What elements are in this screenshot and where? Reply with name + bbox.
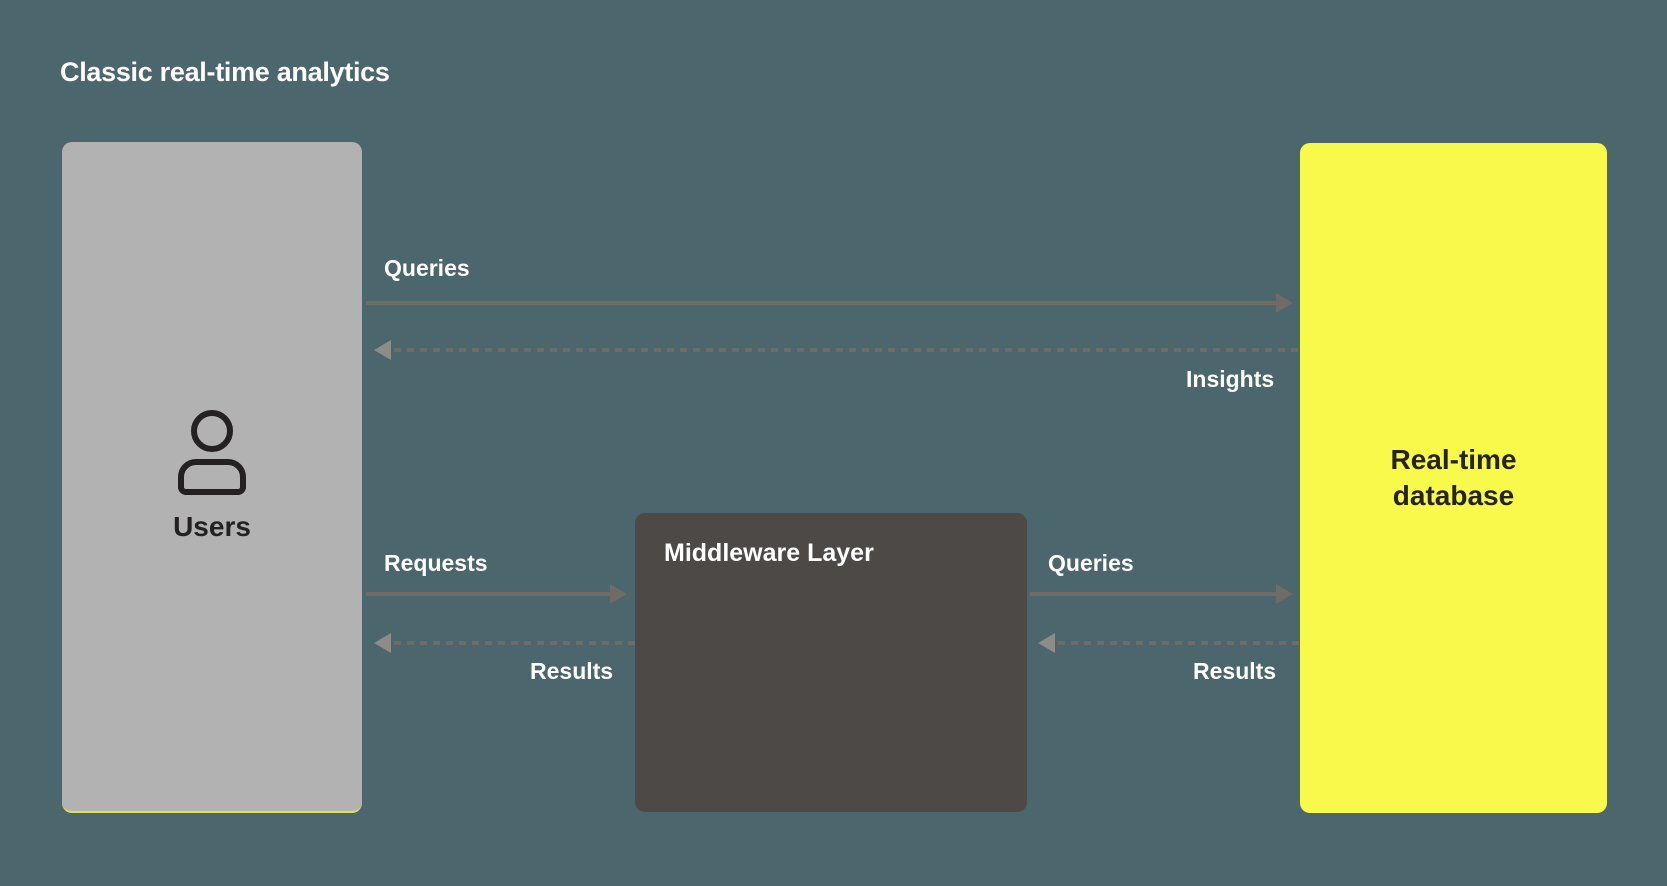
arrow-line-dashed <box>1058 641 1300 645</box>
edge-label-queries-right: Queries <box>1048 550 1134 576</box>
arrowhead-left-icon <box>1038 633 1055 653</box>
user-icon <box>178 410 246 495</box>
diagram-title: Classic real-time analytics <box>60 57 390 87</box>
edge-label-queries-top: Queries <box>384 255 470 281</box>
node-middleware-label: Middleware Layer <box>664 539 874 567</box>
arrow-line <box>366 592 612 596</box>
edge-label-requests: Requests <box>384 550 488 576</box>
edge-label-insights: Insights <box>1186 366 1275 392</box>
arrowhead-right-icon <box>1276 293 1293 313</box>
arrowhead-right-icon <box>610 584 627 604</box>
edge-label-results-left: Results <box>530 658 614 684</box>
arrowhead-left-icon <box>374 633 391 653</box>
user-icon-head <box>191 410 233 452</box>
arrow-line <box>366 301 1276 305</box>
node-database: Real-time database <box>1300 143 1607 813</box>
node-database-label: Real-time database <box>1390 443 1517 511</box>
arrow-line-dashed <box>394 641 635 645</box>
node-users-label: Users <box>173 511 251 542</box>
edge-label-results-right: Results <box>1193 658 1277 684</box>
arrow-line <box>1030 592 1276 596</box>
node-users: Users <box>62 142 362 813</box>
node-middleware: Middleware Layer <box>635 513 1027 812</box>
arrowhead-right-icon <box>1276 584 1293 604</box>
arrowhead-left-icon <box>374 340 391 360</box>
arrow-line-dashed <box>394 348 1300 352</box>
user-icon-shoulders <box>178 459 246 495</box>
